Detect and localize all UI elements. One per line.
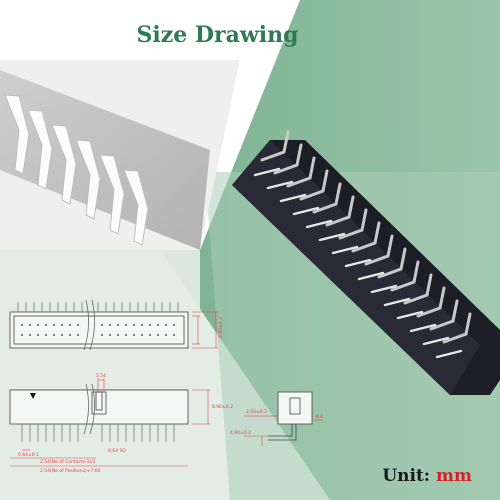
page-title: Size Drawing xyxy=(136,22,299,48)
blurred-pins xyxy=(0,70,210,250)
connector-photo xyxy=(232,130,500,395)
pin-gauge-label: 0.64 SQ xyxy=(108,448,126,454)
side-view-pitch-dimension: 2.54 xyxy=(96,373,106,379)
top-view-drawing xyxy=(9,299,218,351)
positions-dimension: 2.54(No of Positions)+7.60 xyxy=(40,468,101,474)
end-view-dimension-a: 2.50±0.2 xyxy=(246,409,267,415)
side-view-drawing xyxy=(9,378,210,467)
side-view-height-dimension: 8.90±0.2 xyxy=(212,404,233,410)
unit-label-text: Unit: xyxy=(382,466,431,486)
size-drawings: 8.90±0.2 2.54 8.90±0.2 0.64 S xyxy=(9,299,323,474)
unit-label: Unit: mm xyxy=(382,466,472,486)
contacts-dimension: 2.54(No of Contacts-1)/2 xyxy=(40,459,96,465)
end-view-dimension-c: 6.0 xyxy=(316,414,323,420)
pin-width-dimension: 0.64±0.1 xyxy=(18,452,39,458)
unit-value: mm xyxy=(436,466,472,486)
end-view-dimension-b: 4.90±0.2 xyxy=(230,430,251,436)
end-view-drawing xyxy=(244,391,322,446)
top-view-height-dimension: 8.90±0.2 xyxy=(218,317,224,338)
